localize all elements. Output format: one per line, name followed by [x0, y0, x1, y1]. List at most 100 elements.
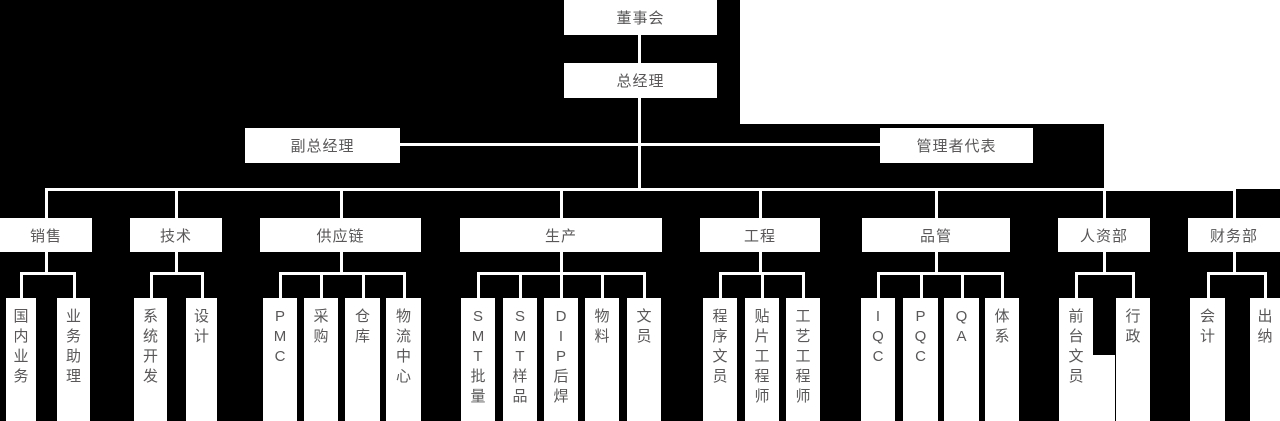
leaf-label-char: 国: [13, 308, 29, 325]
connector-drop-quality: [935, 188, 938, 218]
leaf-label-char: M: [273, 328, 287, 345]
connector-group-bus-hr: [1076, 272, 1133, 275]
connector-leaf-drop-technology-0: [150, 272, 153, 298]
dept-label-production: 生产: [544, 227, 577, 245]
leaf-label-char: A: [956, 328, 967, 345]
connector-leaf-drop-production-0: [477, 272, 480, 298]
leaf-node-technology-1[interactable]: 设计: [186, 298, 217, 421]
leaf-label-char: 助: [65, 348, 81, 365]
leaf-label-char: 批: [470, 368, 486, 385]
leaf-label-char: 会: [1199, 308, 1215, 325]
connector-drop-hr: [1103, 188, 1106, 218]
deputy-general-manager-label: 副总经理: [290, 138, 355, 155]
leaf-label-char: 计: [1199, 328, 1215, 345]
dept-node-sales[interactable]: 销售: [0, 218, 92, 252]
leaf-node-quality-3[interactable]: 体系: [985, 298, 1019, 421]
leaf-label-char: 文: [1068, 348, 1084, 365]
background-white-region-top-right: [740, 0, 1280, 124]
leaf-label-char: 政: [1125, 328, 1141, 345]
leaf-node-hr-1[interactable]: 行政: [1116, 298, 1150, 421]
leaf-node-production-4[interactable]: 文员: [627, 298, 661, 421]
connector-group-stem-quality: [935, 252, 938, 274]
leaf-label-char: 务: [13, 368, 29, 385]
leaf-label-char: I: [875, 308, 881, 325]
dept-label-supply-chain: 供应链: [316, 227, 365, 245]
connector-drop-finance: [1233, 188, 1236, 218]
dept-node-finance[interactable]: 财务部: [1188, 218, 1280, 252]
connector-leaf-drop-quality-1: [920, 272, 923, 298]
leaf-label-char: 业: [13, 348, 29, 365]
dept-label-technology: 技术: [159, 227, 192, 245]
leaf-label-char: 购: [313, 328, 329, 345]
board-label: 董事会: [616, 10, 665, 27]
connector-group-stem-finance: [1233, 252, 1236, 274]
leaf-label-char: 内: [13, 328, 29, 345]
leaf-label-char: M: [513, 328, 527, 345]
leaf-node-sales-1[interactable]: 业务助理: [57, 298, 90, 421]
leaf-label-char: 中: [395, 348, 411, 365]
leaf-label-char: 行: [1125, 308, 1141, 325]
deputy-general-manager-node[interactable]: 副总经理: [245, 128, 400, 163]
leaf-label-char: 程: [712, 308, 728, 325]
dept-node-supply-chain[interactable]: 供应链: [260, 218, 421, 252]
leaf-label-char: 序: [712, 328, 728, 345]
leaf-node-hr-0[interactable]: 前台文员: [1059, 298, 1093, 421]
leaf-label-char: C: [872, 348, 884, 365]
dept-node-engineering[interactable]: 工程: [700, 218, 820, 252]
leaf-node-production-3[interactable]: 物料: [585, 298, 619, 421]
board-node[interactable]: 董事会: [564, 0, 717, 35]
connector-leaf-drop-engineering-2: [802, 272, 805, 298]
connector-leaf-drop-sales-0: [20, 272, 23, 298]
connector-group-stem-supply-chain: [340, 252, 343, 274]
leaf-node-supply-chain-2[interactable]: 仓库: [345, 298, 380, 421]
connector-group-bus-quality: [878, 272, 1002, 275]
leaf-node-engineering-1[interactable]: 贴片工程师: [745, 298, 779, 421]
leaf-node-supply-chain-3[interactable]: 物流中心: [386, 298, 421, 421]
leaf-label-char: 流: [395, 328, 411, 345]
leaf-label-char: 计: [193, 328, 209, 345]
connector-leaf-drop-production-3: [601, 272, 604, 298]
leaf-label-char: P: [274, 308, 285, 325]
dept-label-engineering: 工程: [743, 227, 776, 245]
leaf-node-technology-0[interactable]: 系统开发: [134, 298, 167, 421]
leaf-label-char: 出: [1257, 308, 1273, 325]
leaf-label-char: 仓: [354, 308, 370, 325]
leaf-node-finance-0[interactable]: 会计: [1190, 298, 1225, 421]
dept-node-quality[interactable]: 品管: [862, 218, 1010, 252]
leaf-node-finance-1[interactable]: 出纳: [1250, 298, 1280, 421]
connector-leaf-drop-engineering-0: [719, 272, 722, 298]
leaf-label-char: 体: [994, 308, 1010, 325]
general-manager-node[interactable]: 总经理: [564, 63, 717, 98]
leaf-label-char: 工: [754, 348, 770, 365]
leaf-label-char: 系: [994, 328, 1010, 345]
dept-node-production[interactable]: 生产: [460, 218, 662, 252]
dept-node-technology[interactable]: 技术: [130, 218, 222, 252]
background-white-region-right: [1104, 124, 1280, 189]
management-representative-node[interactable]: 管理者代表: [880, 128, 1033, 163]
leaf-label-char: 师: [754, 388, 770, 405]
connector-leaf-drop-finance-0: [1207, 272, 1210, 298]
connector-group-stem-sales: [45, 252, 48, 274]
leaf-node-sales-0[interactable]: 国内业务: [6, 298, 36, 421]
leaf-node-engineering-2[interactable]: 工艺工程师: [786, 298, 820, 421]
connector-group-bus-supply-chain: [280, 272, 404, 275]
leaf-label-char: T: [515, 348, 525, 365]
leaf-node-supply-chain-1[interactable]: 采购: [304, 298, 338, 421]
leaf-node-engineering-0[interactable]: 程序文员: [703, 298, 737, 421]
leaf-label-char: 业: [65, 308, 81, 325]
leaf-label-char: S: [472, 308, 483, 325]
connector-leaf-drop-supply-chain-3: [403, 272, 406, 298]
connector-board-gm: [638, 35, 641, 63]
leaf-label-char: 后: [553, 368, 569, 385]
dept-node-hr[interactable]: 人资部: [1058, 218, 1150, 252]
leaf-label-char: 艺: [795, 328, 811, 345]
connector-group-bus-sales: [21, 272, 74, 275]
